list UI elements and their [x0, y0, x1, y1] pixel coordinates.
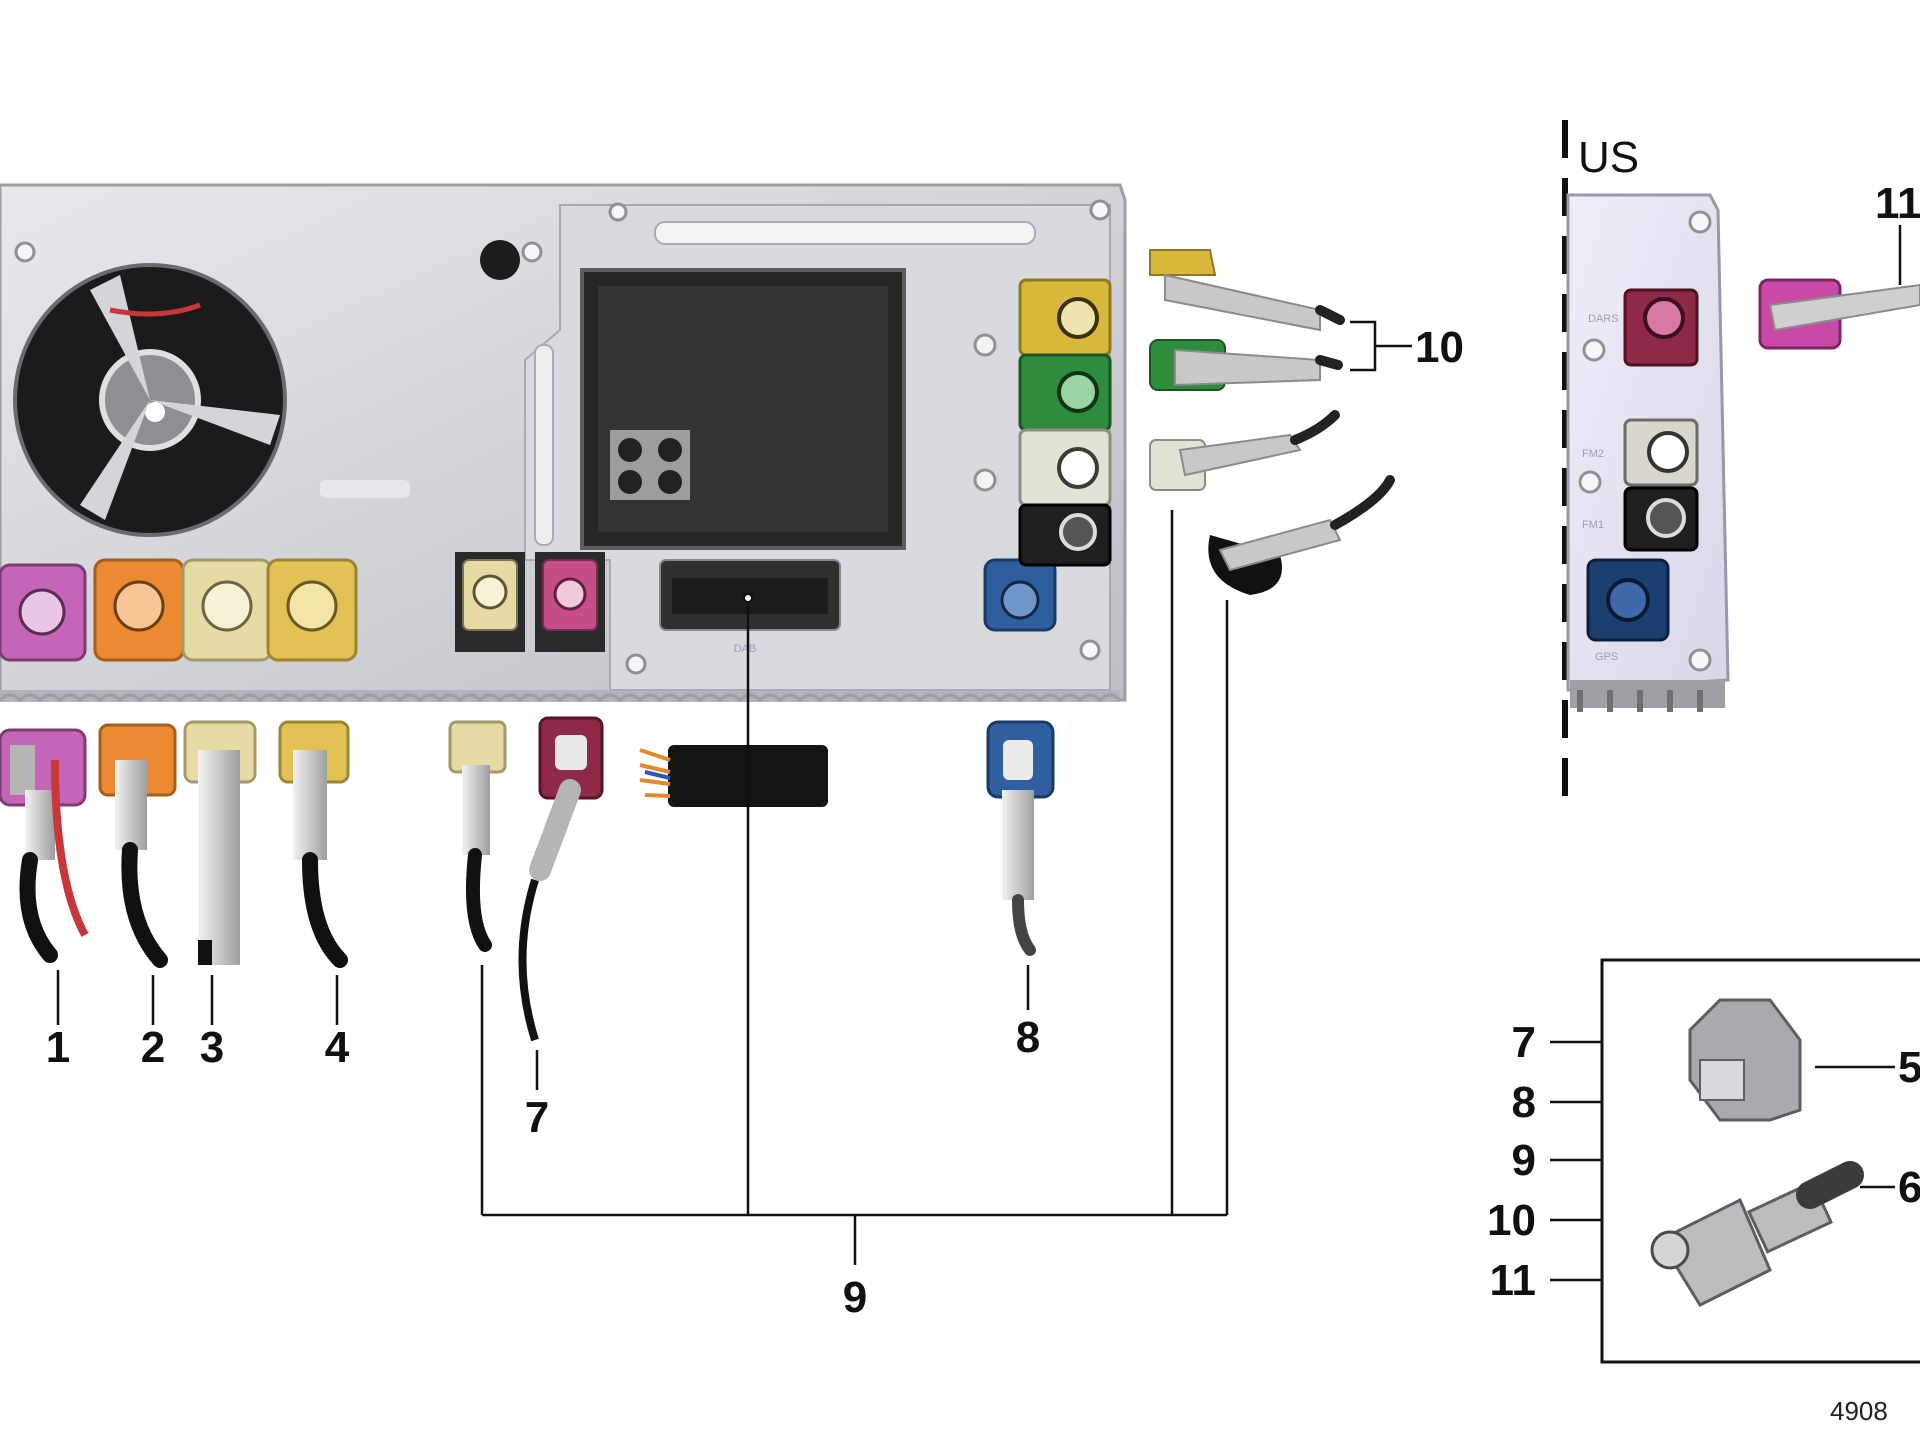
inset-list-8: 8 [1512, 1078, 1536, 1127]
callout-3: 3 [200, 1023, 224, 1072]
plug-3 [183, 720, 257, 965]
inset-box: 5 6 7 8 9 10 11 [1487, 958, 1920, 1364]
plug-blue [986, 720, 1055, 956]
plug-dab-wiring [639, 745, 828, 807]
socket-small-beige [455, 552, 525, 652]
us-antenna-module: DARS FM2 FM1 GPS [1566, 193, 1730, 712]
plug-small-beige [448, 720, 507, 952]
main-power-connector [580, 268, 906, 550]
plug-white [1149, 410, 1340, 491]
socket-beige [181, 558, 273, 662]
callouts: 1 2 3 4 7 8 9 10 11 [46, 179, 1920, 1322]
socket-violet [0, 563, 87, 662]
socket-row-bottom [0, 552, 1057, 662]
inset-list-7: 7 [1512, 1018, 1536, 1067]
socket-curry [266, 558, 358, 662]
callout-4: 4 [325, 1023, 350, 1072]
callout-1: 1 [46, 1023, 70, 1072]
cooling-fan [13, 263, 287, 537]
plug-black [1208, 475, 1395, 595]
inset-clip-part [1688, 998, 1802, 1122]
dab-label: DAB [734, 643, 757, 655]
callout-inset-6: 6 [1898, 1163, 1920, 1212]
us-region-label: US [1578, 133, 1639, 182]
socket-small-bordeaux [535, 552, 605, 652]
inset-list-10: 10 [1487, 1196, 1536, 1245]
us-fm1-label: FM1 [1582, 519, 1604, 531]
callout-9: 9 [843, 1273, 867, 1322]
leader-lines [56, 225, 1902, 1265]
callout-2: 2 [141, 1023, 165, 1072]
plug-magenta [1758, 278, 1920, 350]
us-gps-label: GPS [1595, 651, 1618, 663]
reference-number: 4908 [1830, 1396, 1888, 1426]
plug-bordeaux [518, 716, 604, 1042]
plug-green [1149, 339, 1343, 391]
callout-inset-5: 5 [1898, 1043, 1920, 1092]
us-fm2-label: FM2 [1582, 448, 1604, 460]
callout-10: 10 [1415, 323, 1464, 372]
inset-list-9: 9 [1512, 1136, 1536, 1185]
plug-yellow [1149, 249, 1345, 332]
callout-8: 8 [1016, 1013, 1040, 1062]
plug-1 [0, 728, 89, 963]
inset-list-11: 11 [1489, 1256, 1536, 1305]
us-dars-label: DARS [1588, 313, 1619, 325]
inset-angle-plug [1650, 1161, 1864, 1307]
plug-2 [98, 723, 177, 968]
socket-blue [983, 558, 1057, 632]
callout-7: 7 [525, 1093, 549, 1142]
us-region: US DARS FM2 FM1 GPS [1562, 120, 1920, 800]
plug-4 [278, 720, 350, 968]
socket-column-right [973, 278, 1112, 567]
callout-11: 11 [1875, 179, 1920, 228]
socket-orange [93, 558, 185, 662]
